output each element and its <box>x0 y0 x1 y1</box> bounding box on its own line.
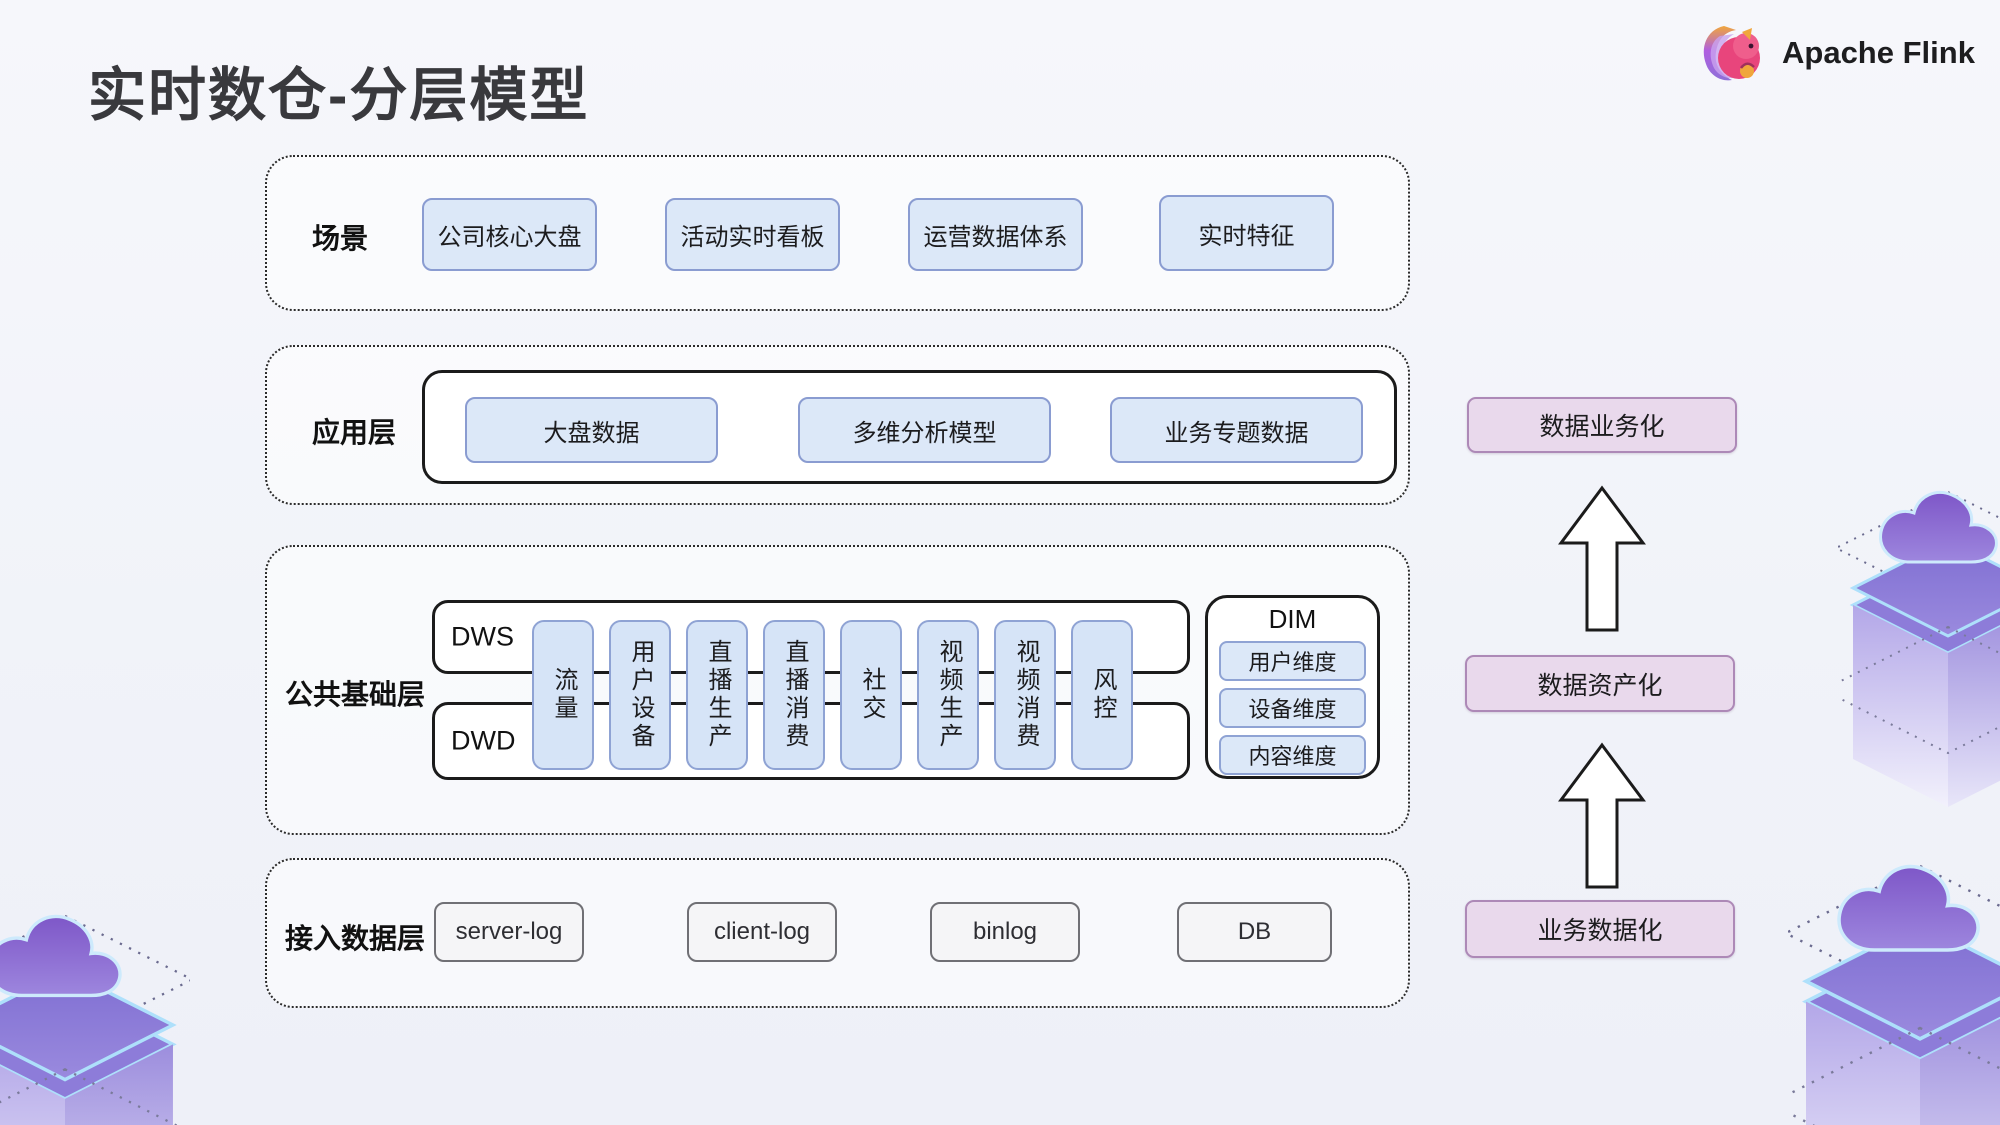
subject-pill: 用户设备 <box>609 620 671 770</box>
building-illustration <box>1788 864 2000 1125</box>
scene-box: 实时特征 <box>1159 195 1334 271</box>
dwd-label: DWD <box>451 725 516 756</box>
dim-item: 设备维度 <box>1219 688 1366 728</box>
subject-pill: 直播消费 <box>763 620 825 770</box>
subject-pill: 视频生产 <box>917 620 979 770</box>
page-title: 实时数仓-分层模型 <box>88 63 590 128</box>
layer-ingestion-label: 接入数据层 <box>285 923 426 954</box>
subject-pill: 社交 <box>840 620 902 770</box>
scene-box: 活动实时看板 <box>665 198 840 271</box>
up-arrow-icon <box>1558 485 1646 632</box>
flow-box: 数据业务化 <box>1467 397 1737 453</box>
dim-label: DIM <box>1268 604 1317 634</box>
flow-box: 数据资产化 <box>1465 655 1735 712</box>
dim-item: 内容维度 <box>1219 735 1366 775</box>
layer-scene-label: 场景 <box>312 223 369 254</box>
logo: Apache Flink <box>1694 16 1975 90</box>
subject-pill: 视频消费 <box>994 620 1056 770</box>
source-box: client-log <box>687 902 837 962</box>
layer-base: 公共基础层 DWS DWD 流量 用户设备 直播生产 直播消费 社交 视频生产 … <box>265 545 1410 835</box>
dim-item: 用户维度 <box>1219 641 1366 681</box>
layer-ingestion: 接入数据层 server-log client-log binlog DB <box>265 858 1410 1008</box>
scene-box: 公司核心大盘 <box>422 198 597 271</box>
dim-box: DIM 用户维度 设备维度 内容维度 <box>1205 595 1380 779</box>
scene-box: 运营数据体系 <box>908 198 1083 271</box>
subject-pill: 风控 <box>1071 620 1133 770</box>
layer-scene: 场景 公司核心大盘 活动实时看板 运营数据体系 实时特征 <box>265 155 1410 311</box>
flink-squirrel-icon <box>1703 26 1760 81</box>
source-box: server-log <box>434 902 584 962</box>
building-illustration <box>1838 490 2000 809</box>
logo-label: Apache Flink <box>1782 35 1975 70</box>
layer-application: 应用层 大盘数据 多维分析模型 业务专题数据 <box>265 345 1410 505</box>
subject-pill: 流量 <box>532 620 594 770</box>
application-box: 多维分析模型 <box>798 397 1051 463</box>
building-illustration <box>0 914 190 1125</box>
dws-label: DWS <box>451 621 514 652</box>
subject-pill: 直播生产 <box>686 620 748 770</box>
source-box: binlog <box>930 902 1080 962</box>
layer-application-label: 应用层 <box>312 417 397 448</box>
source-box: DB <box>1177 902 1332 962</box>
layer-base-label: 公共基础层 <box>285 679 426 710</box>
subject-pills: 流量 用户设备 直播生产 直播消费 社交 视频生产 视频消费 风控 <box>532 620 1133 770</box>
application-box: 业务专题数据 <box>1110 397 1363 463</box>
application-box: 大盘数据 <box>465 397 718 463</box>
flow-box: 业务数据化 <box>1465 900 1735 958</box>
application-group: 大盘数据 多维分析模型 业务专题数据 <box>422 370 1397 484</box>
up-arrow-icon <box>1558 742 1646 889</box>
